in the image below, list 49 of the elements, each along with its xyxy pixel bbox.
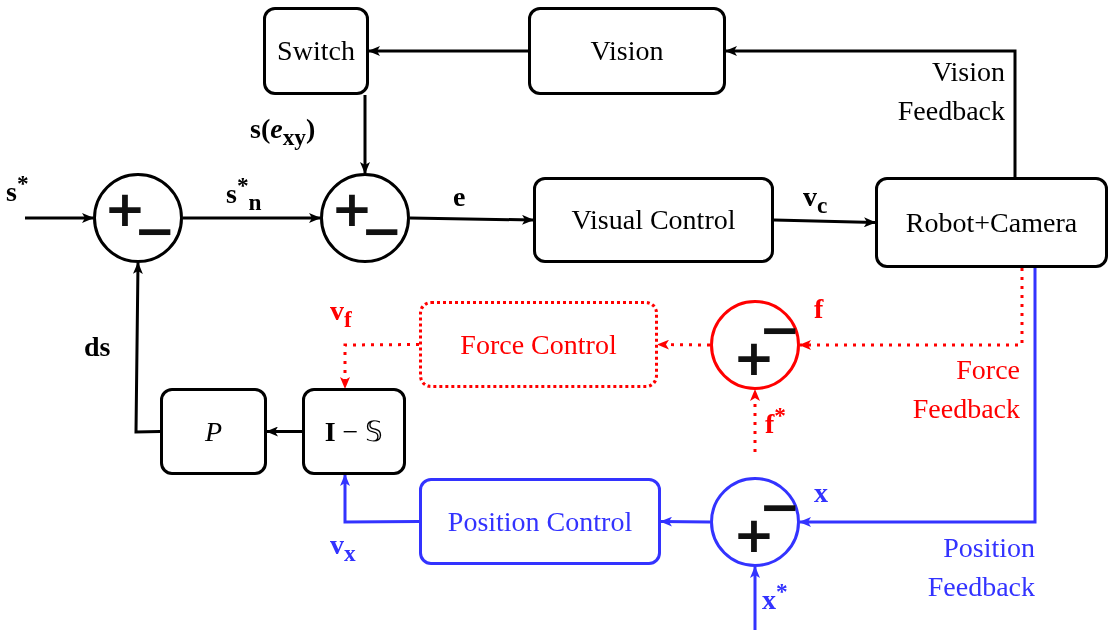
arrow — [183, 213, 321, 223]
edge-label: v$_{c}$ — [803, 180, 828, 220]
arrow — [750, 566, 760, 630]
process-box — [875, 177, 1108, 268]
arrow — [725, 46, 1017, 177]
process-box — [419, 301, 658, 388]
arrow — [660, 516, 710, 527]
process-box — [528, 7, 726, 95]
edge-label: v$_{f}$ — [330, 294, 352, 334]
edge-label: x$^{*}$ — [762, 578, 788, 617]
process-box — [302, 388, 406, 475]
process-box — [533, 177, 774, 263]
operator-sign: + — [733, 333, 775, 383]
edge-label: f — [814, 292, 824, 326]
box-label: Switch — [277, 35, 355, 67]
arrow — [657, 339, 710, 350]
box-label: I − 𝕊 — [324, 415, 384, 448]
box-label: Visual Control — [571, 204, 736, 236]
arrow — [773, 217, 876, 228]
edge-label: s$^{*}$ — [6, 170, 29, 209]
arrow — [340, 474, 419, 524]
edge-label: e — [453, 180, 466, 214]
arrow — [340, 343, 419, 389]
edge-label: x — [814, 476, 828, 510]
arrow — [409, 214, 534, 225]
process-box — [419, 478, 661, 565]
box-label: Position Control — [447, 505, 633, 538]
signal-caption: Force Feedback — [911, 353, 1020, 427]
edge-label: s(e$_{xy}$) — [250, 112, 316, 152]
edge-label: Vision Feedback — [896, 55, 1005, 129]
box-label: Vision — [590, 35, 664, 67]
edge-label: v$_{x}$ — [330, 528, 356, 568]
signal-caption: Position Feedback — [926, 531, 1035, 605]
box-label: Robot+Camera — [905, 206, 1078, 239]
arrow — [368, 46, 528, 56]
arrow — [360, 95, 370, 174]
box-label: P — [204, 415, 223, 448]
process-box — [263, 7, 369, 95]
operator-sign: + — [733, 510, 775, 560]
edge-label: f$^{*}$ — [765, 402, 786, 441]
edge-label: ds — [84, 330, 111, 364]
process-box — [160, 388, 267, 475]
arrow — [132, 262, 161, 434]
arrow — [25, 213, 94, 223]
arrow — [799, 268, 1024, 350]
arrow — [799, 268, 1037, 527]
box-label: Force Control — [460, 328, 617, 361]
arrow — [266, 426, 302, 437]
arrow — [750, 389, 760, 452]
